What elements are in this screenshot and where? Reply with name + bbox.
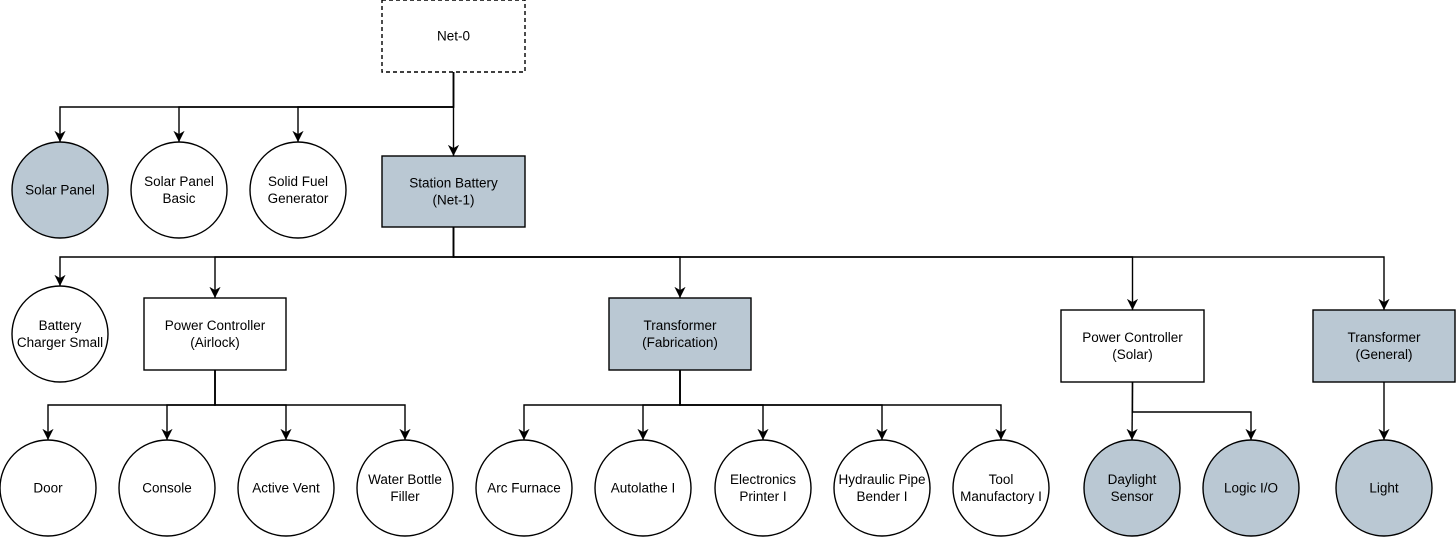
edge-station-battery-to-transformer-general (452, 227, 1390, 310)
connector-lines (42, 72, 1390, 441)
node-electronics-printer-label-line-2: Printer I (739, 489, 786, 504)
node-battery-charger-small-label-line-2: Charger Small (17, 335, 103, 350)
node-console-label-line-1: Console (142, 481, 192, 496)
node-station-battery: Station Battery (Net-1) (381, 155, 526, 228)
node-battery-charger-small-label-line-1: Battery (39, 318, 82, 333)
edge-power-controller-airlock-to-water-bottle-filler (214, 370, 411, 440)
node-active-vent-label-line-1: Active Vent (252, 481, 320, 496)
node-autolathe: Autolathe I (594, 439, 692, 537)
node-tool-manufactory-label-line-2: Manufactory I (960, 489, 1042, 504)
node-solid-fuel-generator-label-line-1: Solid Fuel (268, 174, 328, 189)
node-transformer-general: Transformer (General) (1312, 309, 1456, 383)
edge-transformer-fabrication-to-tool-manufactory (679, 370, 1007, 440)
node-net0-shape (381, 0, 526, 73)
node-power-controller-solar-label-line-2: (Solar) (1112, 347, 1153, 362)
edge-power-controller-airlock-to-console (161, 370, 216, 440)
node-power-controller-solar-shape (1060, 309, 1205, 383)
node-transformer-fabrication: Transformer (Fabrication) (608, 297, 752, 371)
node-daylight-sensor-label-line-2: Sensor (1111, 489, 1154, 504)
node-solar-panel-basic-label-line-2: Basic (162, 191, 195, 206)
node-console-shape (118, 439, 216, 537)
node-electronics-printer-label-line-1: Electronics (730, 472, 796, 487)
node-power-controller-airlock-label-line-1: Power Controller (165, 318, 266, 333)
node-solid-fuel-generator-label-line-2: Generator (268, 191, 329, 206)
node-logic-io-label-line-1: Logic I/O (1224, 481, 1278, 496)
node-door-label-line-1: Door (33, 481, 63, 496)
node-door-shape (0, 439, 97, 537)
edge-station-battery-to-power-controller-solar (452, 227, 1139, 310)
node-active-vent: Active Vent (237, 439, 335, 537)
node-transformer-fabrication-label-line-1: Transformer (643, 318, 717, 333)
node-station-battery-label-line-1: Station Battery (409, 176, 498, 191)
node-transformer-general-label-line-1: Transformer (1347, 330, 1421, 345)
node-power-controller-solar-label-line-1: Power Controller (1082, 330, 1183, 345)
node-solar-panel: Solar Panel (11, 141, 109, 239)
node-light-shape (1335, 439, 1433, 537)
node-arc-furnace-label-line-1: Arc Furnace (487, 481, 561, 496)
node-light-label-line-1: Light (1369, 481, 1399, 496)
node-tool-manufactory-shape (952, 439, 1050, 537)
node-power-controller-solar: Power Controller (Solar) (1060, 309, 1205, 383)
node-transformer-fabrication-shape (608, 297, 752, 371)
node-transformer-general-shape (1312, 309, 1456, 383)
node-door: Door (0, 439, 97, 537)
node-transformer-fabrication-label-line-2: (Fabrication) (642, 335, 718, 350)
node-hydraulic-pipe-bender-shape (833, 439, 931, 537)
node-net0-label-line-1: Net-0 (437, 29, 470, 44)
edge-station-battery-to-power-controller-airlock (209, 227, 455, 298)
node-hydraulic-pipe-bender-label-line-1: Hydraulic Pipe (838, 472, 925, 487)
node-station-battery-label-line-2: (Net-1) (432, 193, 474, 208)
edge-transformer-fabrication-to-autolathe (637, 370, 681, 440)
node-logic-io: Logic I/O (1202, 439, 1300, 537)
node-active-vent-shape (237, 439, 335, 537)
node-water-bottle-filler-label-line-1: Water Bottle (368, 472, 442, 487)
node-logic-io-shape (1202, 439, 1300, 537)
node-arc-furnace: Arc Furnace (475, 439, 573, 537)
node-transformer-general-label-line-2: (General) (1355, 347, 1412, 362)
node-net0: Net-0 (381, 0, 526, 73)
node-power-controller-airlock: Power Controller (Airlock) (143, 297, 287, 371)
node-autolathe-shape (594, 439, 692, 537)
edge-power-controller-solar-to-logic-io (1131, 382, 1257, 440)
node-autolathe-label-line-1: Autolathe I (611, 481, 676, 496)
node-solar-panel-label-line-1: Solar Panel (25, 183, 95, 198)
node-daylight-sensor-shape (1083, 439, 1181, 537)
node-daylight-sensor-label-line-1: Daylight (1108, 472, 1157, 487)
edge-net0-to-solid-fuel-generator (292, 72, 455, 142)
node-console: Console (118, 439, 216, 537)
node-arc-furnace-shape (475, 439, 573, 537)
node-water-bottle-filler-label-line-2: Filler (390, 489, 420, 504)
node-battery-charger-small-shape (11, 285, 109, 383)
node-power-controller-airlock-shape (143, 297, 287, 371)
node-electronics-printer-shape (714, 439, 812, 537)
node-solar-panel-basic-label-line-1: Solar Panel (144, 174, 214, 189)
node-station-battery-shape (381, 155, 526, 228)
node-power-controller-airlock-label-line-2: (Airlock) (190, 335, 240, 350)
node-solar-panel-basic-shape (130, 141, 228, 239)
node-solid-fuel-generator-shape (249, 141, 347, 239)
node-tool-manufactory-label-line-1: Tool (989, 472, 1014, 487)
node-hydraulic-pipe-bender-label-line-2: Bender I (856, 489, 907, 504)
node-water-bottle-filler-shape (356, 439, 454, 537)
edge-station-battery-to-transformer-fabrication (452, 227, 686, 298)
node-solar-panel-shape (11, 141, 109, 239)
node-light: Light (1335, 439, 1433, 537)
